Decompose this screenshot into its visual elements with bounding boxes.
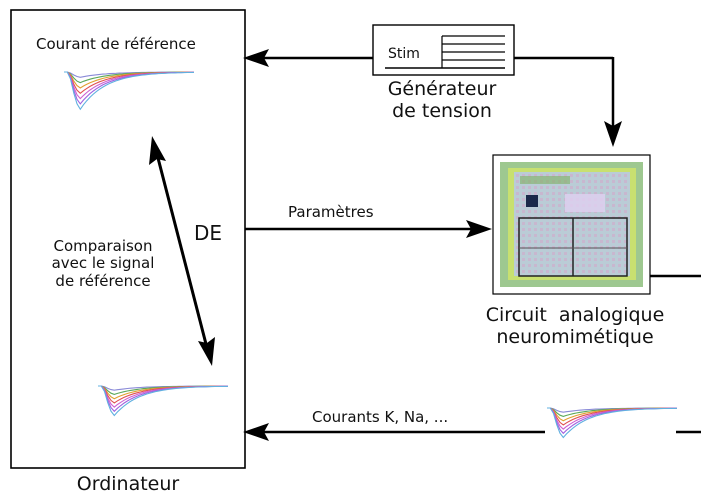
comparison-current-traces: [98, 385, 229, 417]
arrow-parameters: [245, 220, 492, 238]
computer-title: Ordinateur: [76, 473, 180, 495]
de-double-arrow: [149, 136, 215, 366]
reference-current-label: Courant de référence: [36, 35, 196, 53]
circuit-current-traces: [547, 407, 678, 439]
arrow-to-circuit: [514, 56, 622, 147]
currents-label: Courants K, Na, ...: [312, 408, 449, 426]
circuit-output-line: [650, 274, 701, 434]
generator-title-line-1: Générateur: [387, 78, 497, 100]
stim-label: Stim: [388, 46, 420, 62]
comparison-line-1: Comparaison: [53, 237, 153, 255]
parameters-label: Paramètres: [288, 203, 374, 221]
de-label: DE: [194, 221, 223, 245]
arrow-to-reference: [243, 49, 373, 67]
current-trace: [98, 385, 229, 417]
reference-current-traces: [64, 71, 195, 111]
chip-image: [492, 154, 651, 295]
comparison-line-3: de référence: [55, 271, 151, 290]
circuit-title-line-2: neuromimétique: [496, 325, 654, 348]
circuit-title-line-1: Circuit analogique: [485, 304, 665, 326]
comparison-line-2: avec le signal: [51, 254, 155, 273]
current-trace: [64, 71, 194, 111]
circuit-title: Circuit analogique neuromimétique: [470, 304, 680, 349]
arrow-currents: [243, 423, 545, 441]
current-trace: [547, 407, 678, 439]
generator-icon: [372, 24, 515, 76]
comparison-label: Comparaison avec le signal de référence: [28, 237, 178, 290]
computer-box: [10, 9, 246, 469]
generator-title-line-2: de tension: [392, 99, 492, 122]
generator-title: Générateur de tension: [367, 78, 517, 123]
